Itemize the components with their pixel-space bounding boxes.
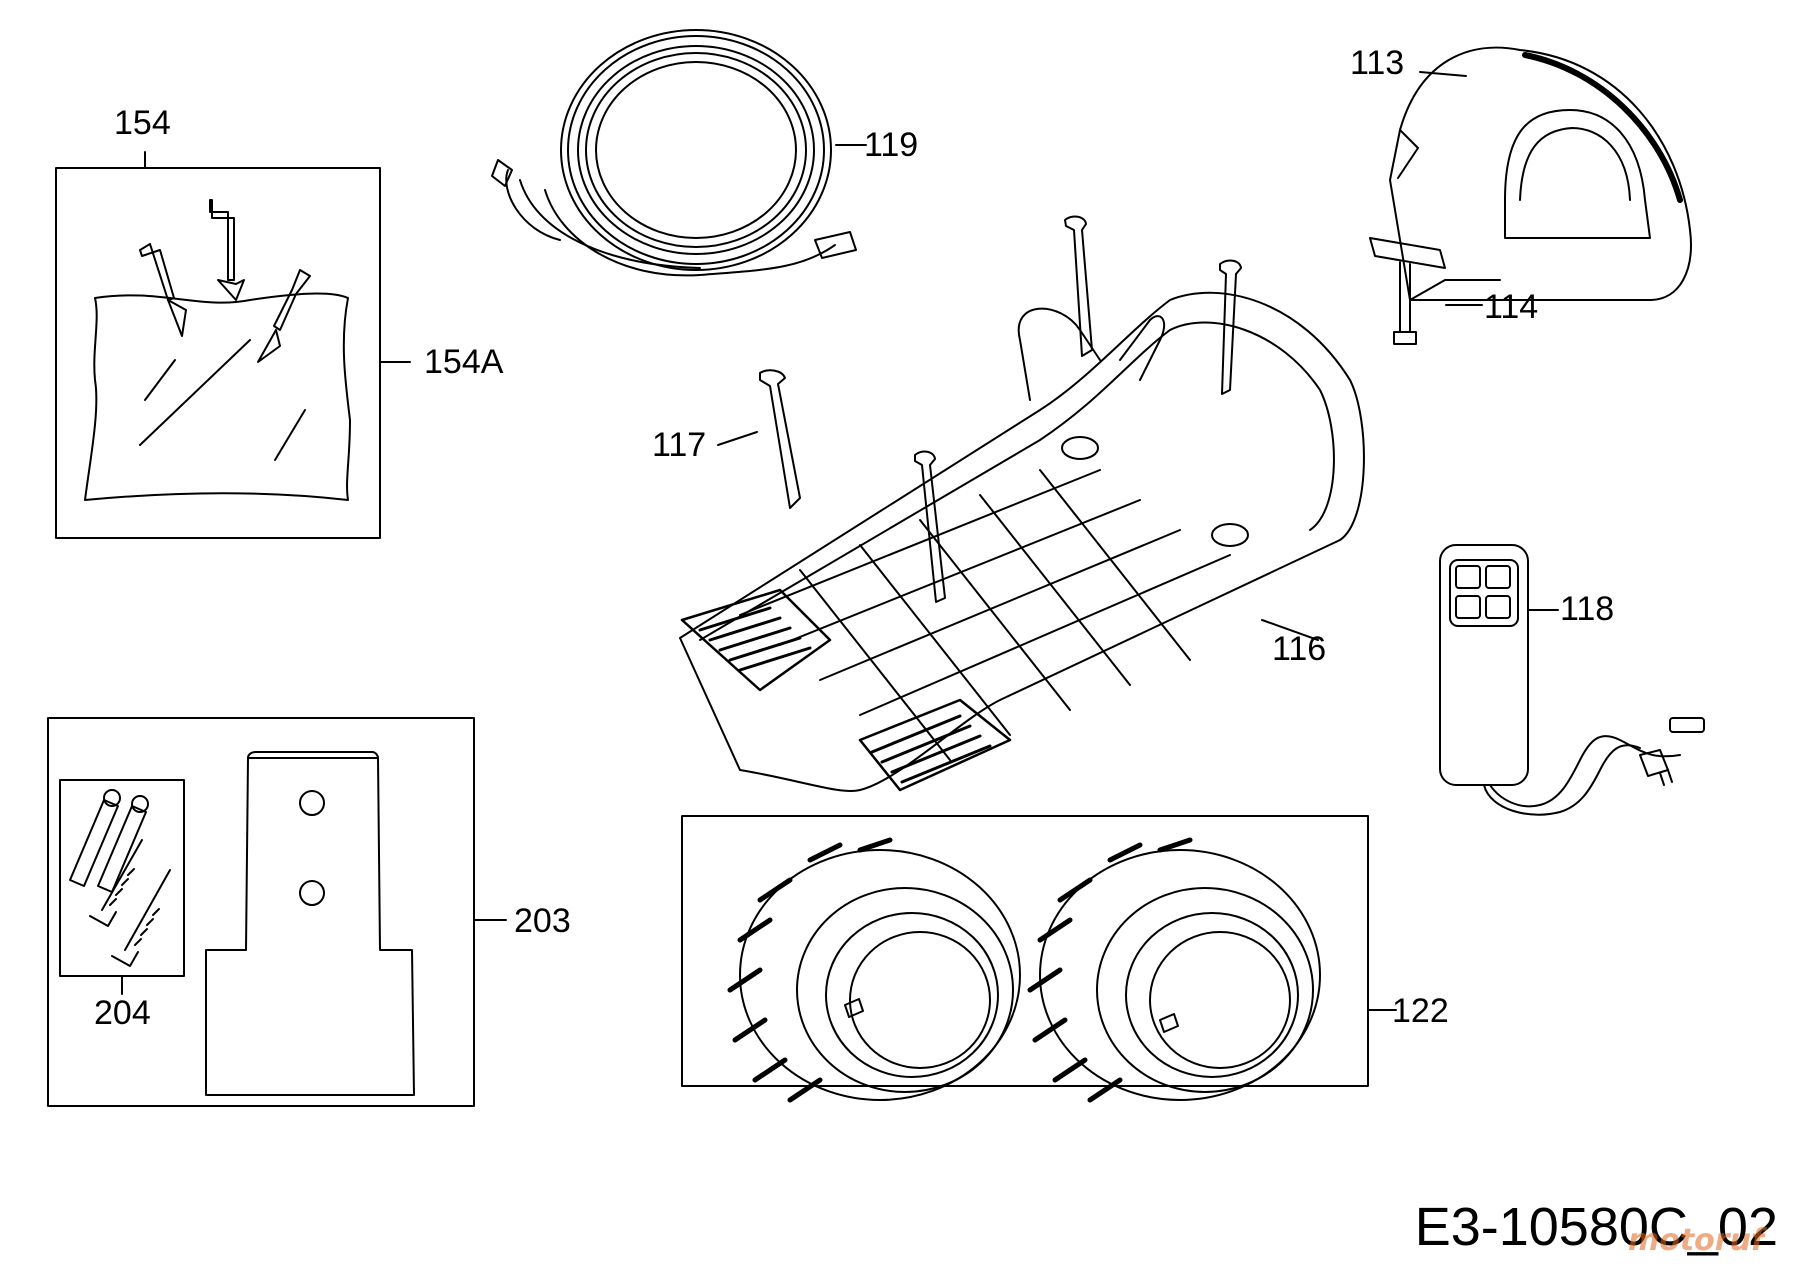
label-154: 154 [114, 104, 171, 142]
wheel-set [682, 816, 1396, 1100]
boundary-wire-coil [492, 30, 866, 275]
pcb-board [1370, 238, 1482, 344]
label-117: 117 [652, 426, 707, 464]
wire-connector-1 [492, 160, 512, 186]
label-204: 204 [94, 994, 151, 1032]
peg-bag-box [56, 168, 380, 538]
wheel-box [682, 816, 1368, 1086]
watermark-logo: motoruf [1627, 1223, 1764, 1258]
bracket-box [48, 718, 474, 1106]
wheel-left-outer [740, 850, 1020, 1100]
charging-base-plate [680, 217, 1364, 791]
bracket-hole-2 [300, 881, 324, 905]
station-cover [1390, 48, 1691, 300]
label-113: 113 [1350, 44, 1405, 82]
label-119: 119 [864, 126, 919, 164]
wall-bracket-kit [48, 718, 506, 1106]
leader-113 [1420, 72, 1466, 76]
leader-117 [718, 432, 757, 445]
ground-peg [718, 370, 800, 508]
remote-control-unit [1440, 545, 1704, 815]
bag [85, 294, 350, 500]
label-122: 122 [1392, 992, 1449, 1030]
peg-hook-1 [210, 200, 234, 280]
wire-connector-2 [815, 232, 856, 258]
bracket-hole-1 [300, 791, 324, 815]
wheel-right-outer [1040, 850, 1320, 1100]
label-114: 114 [1484, 288, 1539, 326]
label-203: 203 [514, 902, 571, 940]
peg-hook-2 [140, 244, 174, 300]
drawing-code: E3-10580C_02 [1414, 1197, 1778, 1257]
peg-bag-kit [56, 152, 410, 538]
leader-116 [1262, 620, 1318, 640]
label-116: 116 [1272, 630, 1327, 668]
peg-hook-3 [274, 270, 310, 330]
label-118: 118 [1560, 590, 1615, 628]
label-154A: 154A [424, 343, 504, 381]
bracket-plate [206, 758, 414, 1095]
